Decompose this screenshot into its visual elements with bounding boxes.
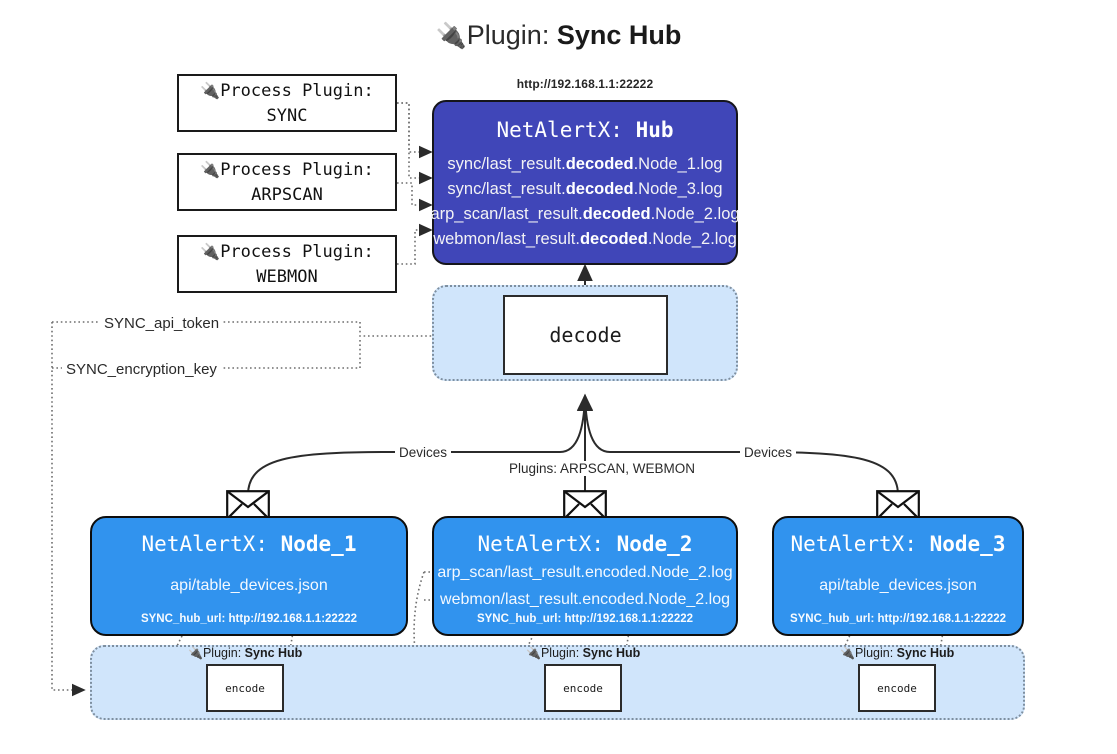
page-title-name: Sync Hub xyxy=(556,20,682,50)
process-plugin-label: Process Plugin: xyxy=(220,159,374,180)
hub-log-line: webmon/last_result.decoded.Node_2.log xyxy=(433,230,737,248)
decode-label: decode xyxy=(549,323,622,347)
encode-label: encode xyxy=(225,681,265,695)
node-line-list: api/table_devices.json xyxy=(774,558,1022,613)
edge-sync-to-log1 xyxy=(397,102,433,159)
edge-label-plugins-middle: Plugins: ARPSCAN, WEBMON xyxy=(505,461,700,476)
node-title: NetAlertX: Node_2 xyxy=(477,532,693,556)
edge-webmon-to-log4 xyxy=(397,223,433,265)
hub-log-line: arp_scan/last_result.decoded.Node_2.log xyxy=(430,205,740,223)
process-plugin-box-arpscan[interactable]: 🔌Process Plugin: ARPSCAN xyxy=(177,153,397,211)
plugin-label-node-3: 🔌Plugin: Sync Hub xyxy=(840,646,955,660)
node-title: NetAlertX: Node_1 xyxy=(141,532,357,556)
page-title: 🔌Plugin: Sync Hub xyxy=(0,18,1117,53)
encode-label: encode xyxy=(563,681,603,695)
envelope-icon[interactable] xyxy=(226,490,270,520)
plug-icon: 🔌 xyxy=(526,646,541,660)
process-plugin-box-sync[interactable]: 🔌Process Plugin: SYNC xyxy=(177,74,397,132)
plugin-label-node-2: 🔌Plugin: Sync Hub xyxy=(526,646,641,660)
encode-box-node-3[interactable]: encode xyxy=(858,664,936,712)
hub-log-line: sync/last_result.decoded.Node_3.log xyxy=(447,180,723,198)
plug-icon: 🔌 xyxy=(200,80,221,100)
node-hub-url: SYNC_hub_url: http://192.168.1.1:22222 xyxy=(789,613,1007,625)
edge-label-devices-left: Devices xyxy=(395,445,452,460)
encode-label: encode xyxy=(877,681,917,695)
page-title-prefix: Plugin: xyxy=(466,20,557,50)
hub-log-list: sync/last_result.decoded.Node_1.log sync… xyxy=(430,152,739,252)
process-plugin-name: SYNC xyxy=(266,105,308,126)
process-plugin-label: Process Plugin: xyxy=(220,80,374,101)
node-line: api/table_devices.json xyxy=(170,577,328,594)
process-plugin-box-webmon[interactable]: 🔌Process Plugin: WEBMON xyxy=(177,235,397,293)
edge-arpscan-to-log3 xyxy=(397,182,433,212)
plug-icon: 🔌 xyxy=(200,159,221,179)
hub-title-prefix: NetAlertX: xyxy=(496,118,636,142)
node-line: arp_scan/last_result.encoded.Node_2.log xyxy=(437,563,733,581)
plug-icon: 🔌 xyxy=(200,241,221,261)
process-plugin-name: ARPSCAN xyxy=(251,184,323,205)
node-line: webmon/last_result.encoded.Node_2.log xyxy=(440,590,730,608)
hub-title-name: Hub xyxy=(635,118,674,142)
edge-sync-to-log2 xyxy=(397,102,433,185)
label-sync-api-token: SYNC_api_token xyxy=(100,315,224,332)
process-plugin-name: WEBMON xyxy=(256,266,318,287)
hub-title: NetAlertX: Hub xyxy=(496,116,673,144)
node-line-list: arp_scan/last_result.encoded.Node_2.log … xyxy=(434,558,736,613)
node-hub-url: SYNC_hub_url: http://192.168.1.1:22222 xyxy=(140,613,358,625)
envelope-icon[interactable] xyxy=(876,490,920,520)
label-sync-encryption-key: SYNC_encryption_key xyxy=(62,361,221,378)
node-hub-url: SYNC_hub_url: http://192.168.1.1:22222 xyxy=(476,613,694,625)
envelope-icon[interactable] xyxy=(563,490,607,520)
edge-label-devices-right: Devices xyxy=(740,445,797,460)
plug-icon: 🔌 xyxy=(435,22,467,50)
hub-url: http://192.168.1.1:22222 xyxy=(516,77,654,91)
node-line-list: api/table_devices.json xyxy=(92,558,406,613)
encode-box-node-2[interactable]: encode xyxy=(544,664,622,712)
plug-icon: 🔌 xyxy=(188,646,203,660)
node-title: NetAlertX: Node_3 xyxy=(790,532,1006,556)
node-box-node-3[interactable]: NetAlertX: Node_3 api/table_devices.json… xyxy=(772,516,1024,636)
node-line: api/table_devices.json xyxy=(819,577,977,594)
process-plugin-label: Process Plugin: xyxy=(220,241,374,262)
node-box-node-1[interactable]: NetAlertX: Node_1 api/table_devices.json… xyxy=(90,516,408,636)
encode-box-node-1[interactable]: encode xyxy=(206,664,284,712)
node-box-node-2[interactable]: NetAlertX: Node_2 arp_scan/last_result.e… xyxy=(432,516,738,636)
hub-log-line: sync/last_result.decoded.Node_1.log xyxy=(447,155,723,173)
decode-box[interactable]: decode xyxy=(503,295,668,375)
plugin-label-node-1: 🔌Plugin: Sync Hub xyxy=(188,646,303,660)
hub-box[interactable]: NetAlertX: Hub sync/last_result.decoded.… xyxy=(430,100,740,265)
plug-icon: 🔌 xyxy=(840,646,855,660)
